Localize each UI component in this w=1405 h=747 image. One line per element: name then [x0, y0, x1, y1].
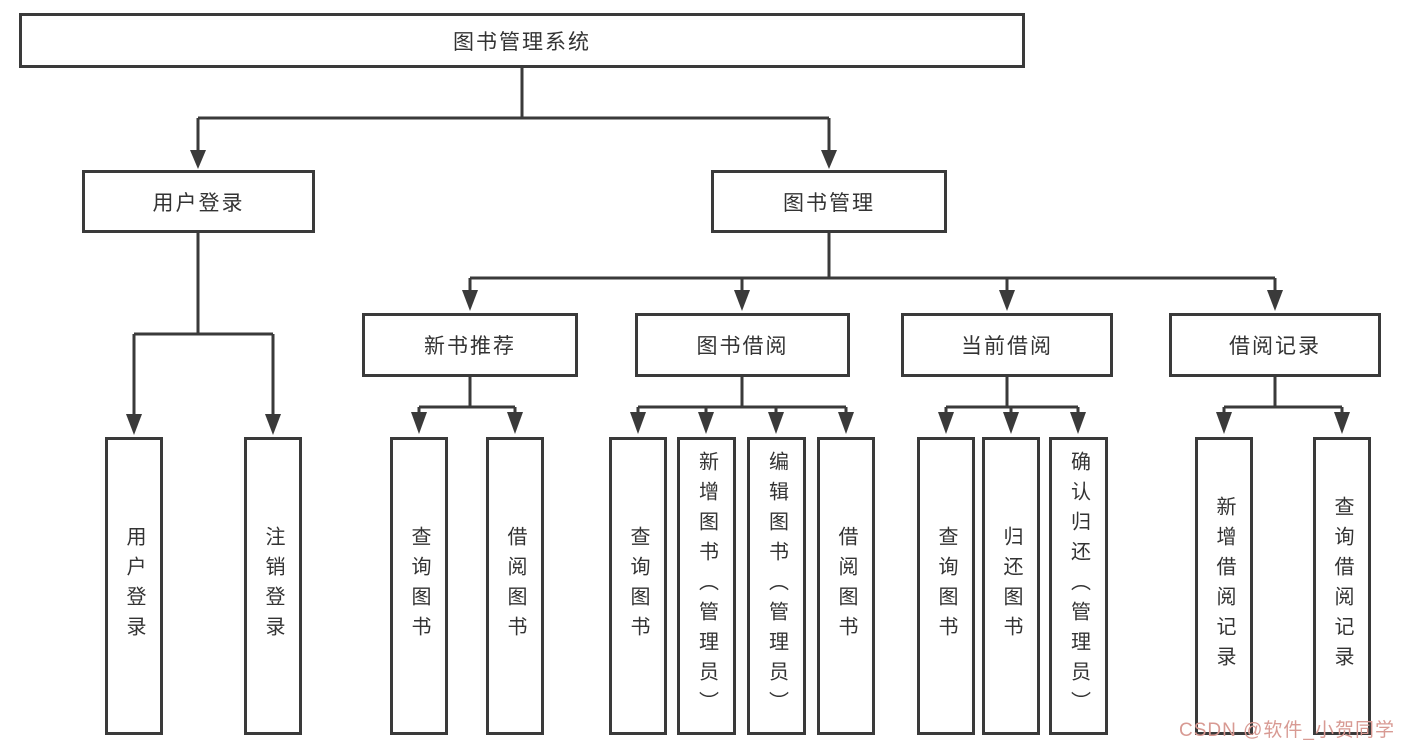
node-library-system: 图书管理系统: [19, 13, 1025, 68]
node-edit-books-admin: 编辑图书（管理员）: [747, 437, 806, 735]
node-add-books-admin-label: 新增图书（管理员）: [695, 451, 718, 721]
node-current-borrow-label: 当前借阅: [961, 335, 1053, 358]
node-confirm-return-admin-label: 确认归还（管理员）: [1067, 451, 1090, 721]
node-new-book-recommend: 新书推荐: [362, 313, 578, 377]
node-query-books-3-label: 查询图书: [935, 526, 957, 646]
node-add-borrow-record: 新增借阅记录: [1195, 437, 1253, 735]
node-user-login-label: 用户登录: [123, 526, 145, 646]
node-add-borrow-record-label: 新增借阅记录: [1213, 496, 1235, 676]
node-current-borrow: 当前借阅: [901, 313, 1113, 377]
node-query-books-1: 查询图书: [390, 437, 448, 735]
node-borrow-books-2: 借阅图书: [817, 437, 875, 735]
node-query-borrow-record: 查询借阅记录: [1313, 437, 1371, 735]
node-user-login-group-label: 用户登录: [152, 191, 245, 215]
node-return-books-label: 归还图书: [1000, 526, 1022, 646]
node-logout-label: 注销登录: [262, 526, 284, 646]
node-new-book-recommend-label: 新书推荐: [424, 335, 516, 358]
node-query-books-3: 查询图书: [917, 437, 975, 735]
node-user-login: 用户登录: [105, 437, 163, 735]
node-confirm-return-admin: 确认归还（管理员）: [1049, 437, 1108, 735]
node-book-borrow-label: 图书借阅: [696, 335, 789, 358]
node-return-books: 归还图书: [982, 437, 1040, 735]
node-edit-books-admin-label: 编辑图书（管理员）: [765, 451, 788, 721]
node-query-books-2-label: 查询图书: [627, 526, 649, 646]
node-book-management: 图书管理: [711, 170, 947, 233]
node-borrow-records-label: 借阅记录: [1229, 335, 1321, 358]
csdn-watermark: CSDN @软件_小贺同学: [1179, 720, 1395, 741]
node-borrow-records: 借阅记录: [1169, 313, 1381, 377]
node-query-books-2: 查询图书: [609, 437, 667, 735]
node-library-system-label: 图书管理系统: [453, 30, 591, 54]
node-book-management-label: 图书管理: [783, 191, 875, 215]
node-borrow-books-1-label: 借阅图书: [504, 526, 526, 646]
node-query-books-1-label: 查询图书: [408, 526, 430, 646]
node-book-borrow: 图书借阅: [635, 313, 850, 377]
node-query-borrow-record-label: 查询借阅记录: [1331, 496, 1353, 676]
node-user-login-group: 用户登录: [82, 170, 315, 233]
node-add-books-admin: 新增图书（管理员）: [677, 437, 736, 735]
node-borrow-books-2-label: 借阅图书: [835, 526, 857, 646]
node-logout: 注销登录: [244, 437, 302, 735]
node-borrow-books-1: 借阅图书: [486, 437, 544, 735]
